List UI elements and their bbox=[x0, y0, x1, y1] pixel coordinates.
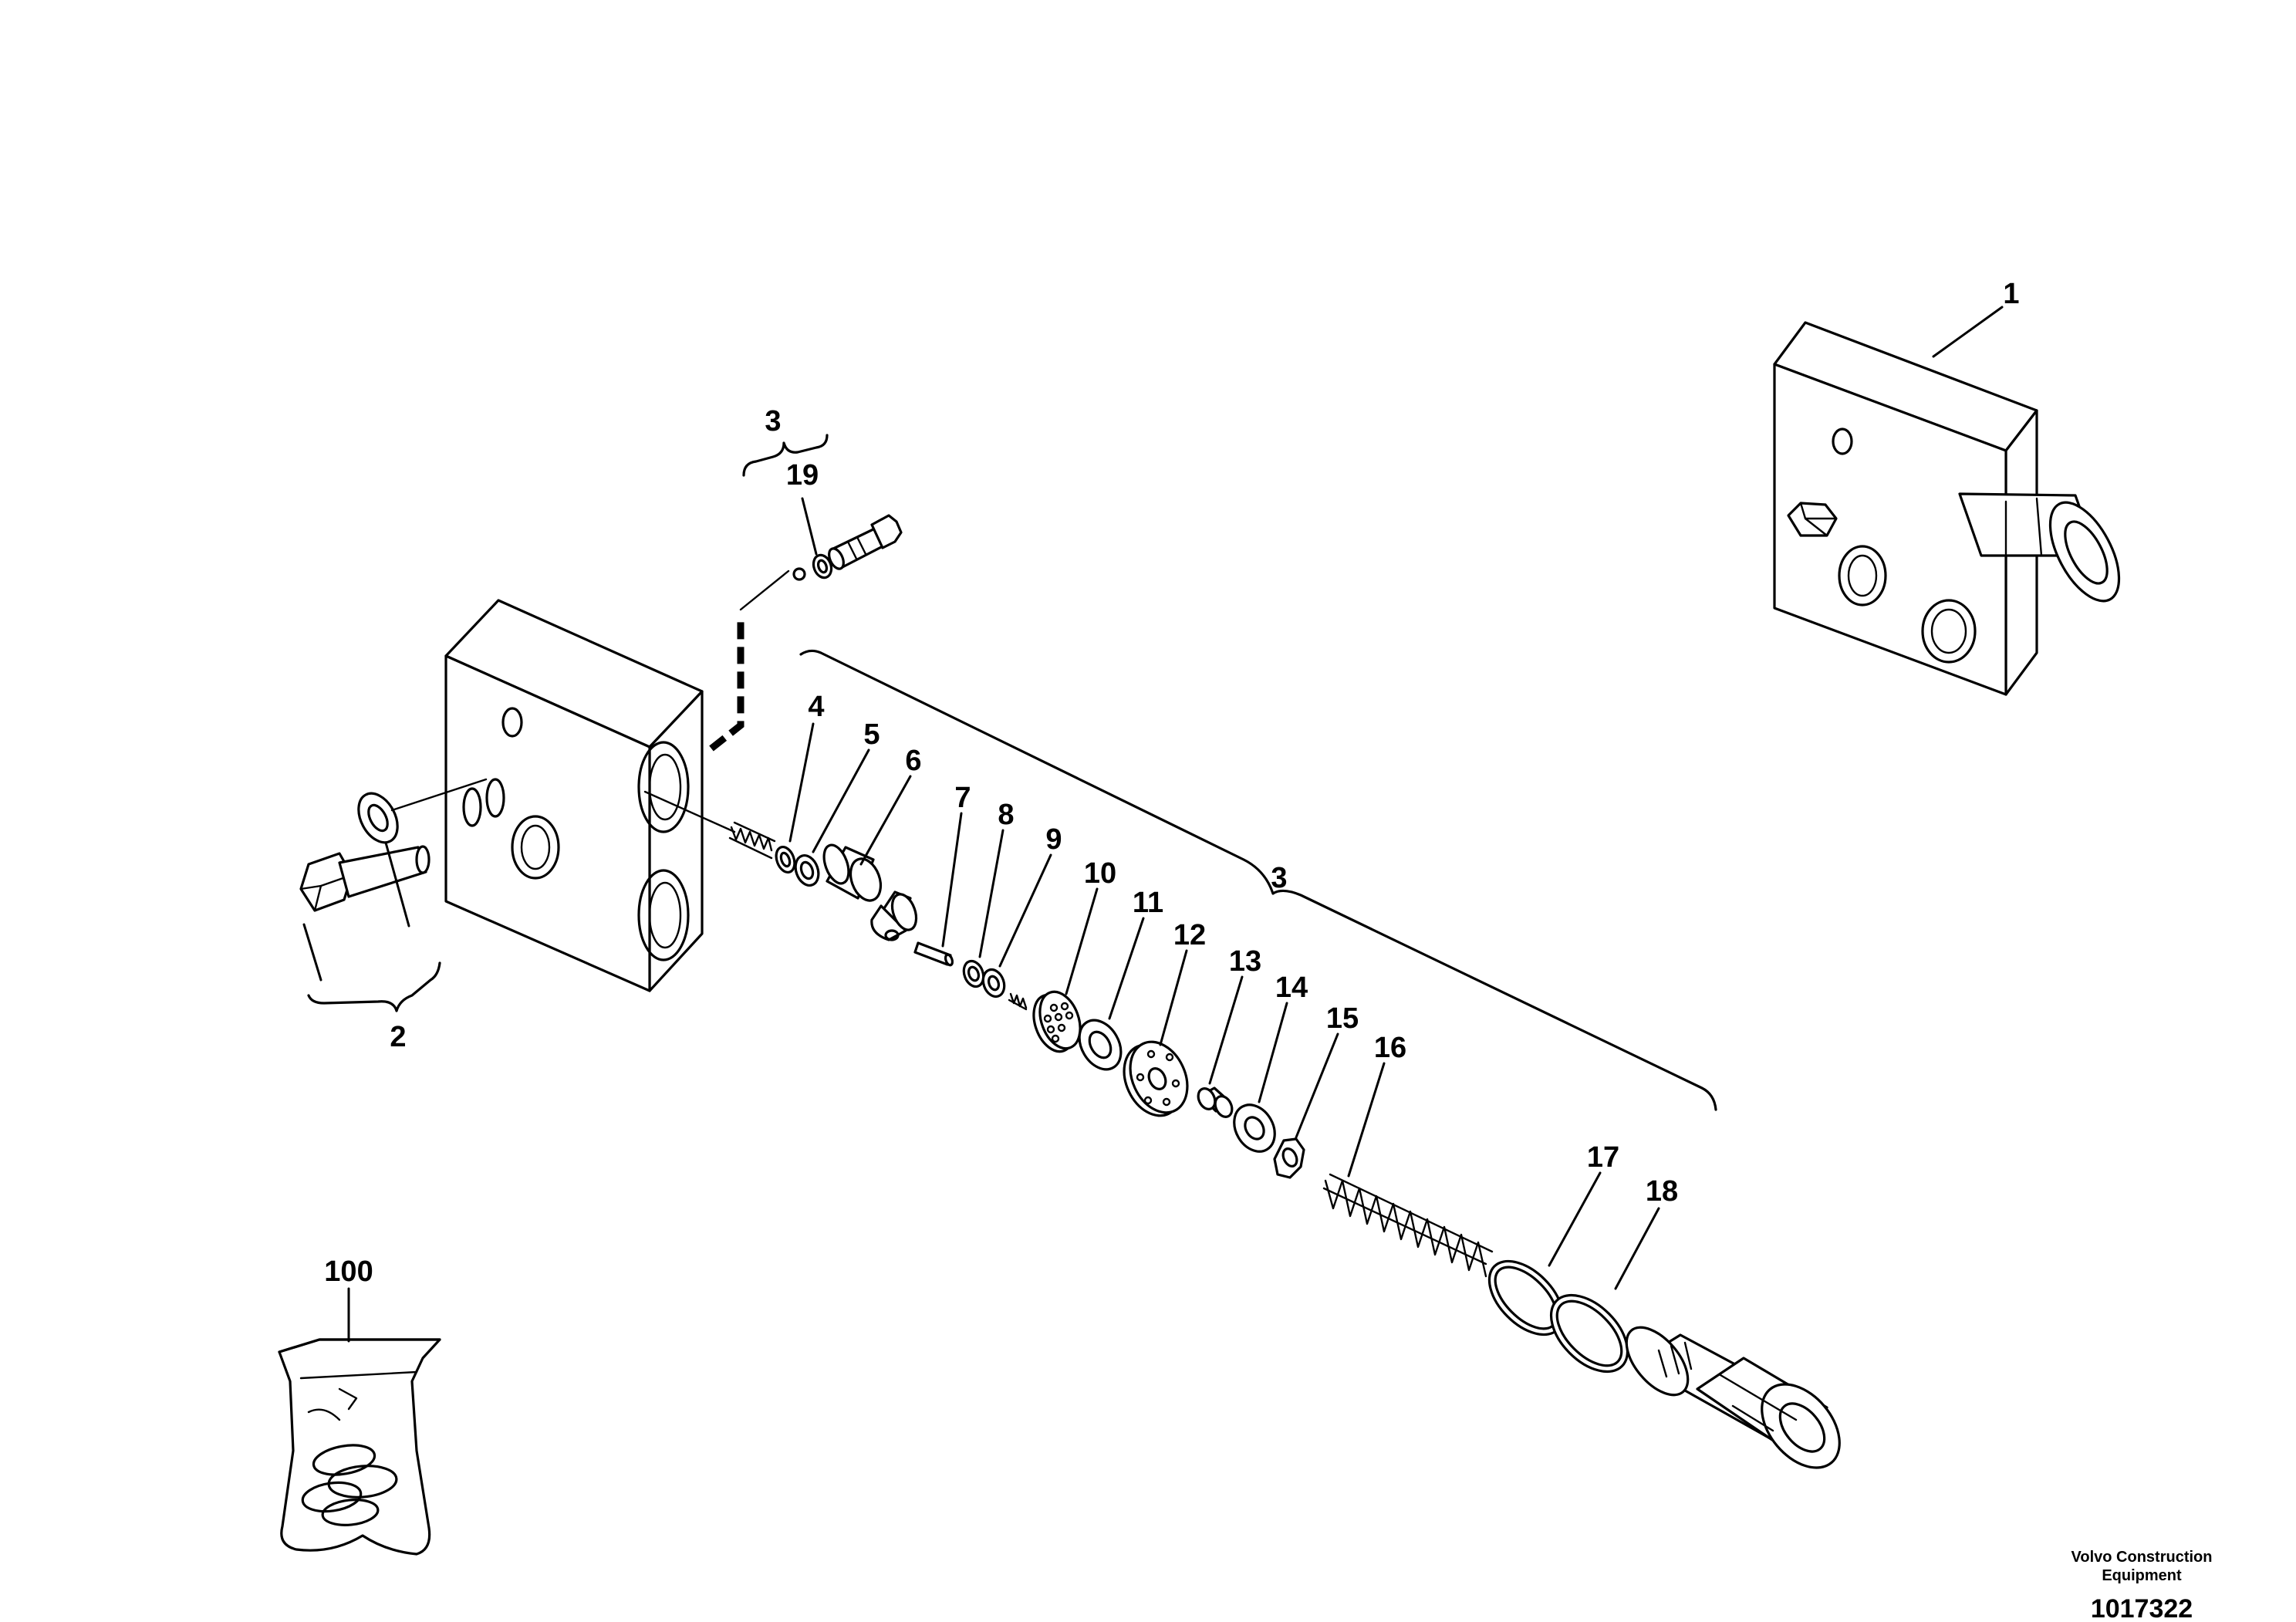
tiny-spring bbox=[1008, 992, 1028, 1011]
leader-18 bbox=[1614, 1207, 1660, 1290]
backup-ring-9 bbox=[981, 968, 1006, 999]
brace-2 bbox=[307, 961, 441, 1012]
block-port-small bbox=[1832, 427, 1853, 455]
o-ring-19 bbox=[812, 553, 833, 580]
washer-seal bbox=[357, 792, 399, 844]
bolt-hex bbox=[299, 845, 430, 912]
callout-4: 4 bbox=[808, 691, 824, 723]
callout-8: 8 bbox=[998, 799, 1014, 831]
cartridge-insertion-line bbox=[643, 790, 736, 833]
callout-1: 1 bbox=[2003, 278, 2019, 310]
leader-6 bbox=[859, 775, 912, 866]
leader-17 bbox=[1548, 1171, 1602, 1267]
orifice-plug bbox=[828, 514, 903, 570]
callout-9: 9 bbox=[1045, 823, 1062, 856]
callout-19: 19 bbox=[786, 459, 819, 492]
housing-port-side-lower bbox=[637, 869, 690, 961]
seal-kit-bag bbox=[278, 1338, 441, 1556]
leader-13 bbox=[1208, 975, 1244, 1085]
sleeve-13 bbox=[1197, 1086, 1234, 1118]
poppet-seat-6 bbox=[822, 843, 883, 902]
poppet-cone bbox=[870, 890, 918, 941]
callout-11: 11 bbox=[1133, 887, 1163, 919]
callout-18: 18 bbox=[1646, 1175, 1678, 1208]
callout-13: 13 bbox=[1229, 945, 1261, 978]
leader-15 bbox=[1295, 1032, 1339, 1139]
orifice-plate-12 bbox=[1123, 1040, 1189, 1117]
leader-1 bbox=[1932, 306, 2004, 358]
valve-block-assembled-front-face bbox=[1773, 363, 2007, 696]
leader-9 bbox=[998, 853, 1052, 968]
housing-port-small bbox=[501, 707, 523, 738]
block-port-main bbox=[1921, 599, 1977, 664]
leader-12 bbox=[1159, 949, 1188, 1046]
brand-line-2: Equipment bbox=[2102, 1567, 2182, 1584]
leader-8 bbox=[978, 829, 1004, 958]
spring-retainer-15 bbox=[1273, 1137, 1305, 1179]
small-ball bbox=[792, 567, 806, 581]
washer-14 bbox=[1233, 1103, 1276, 1153]
callout-17: 17 bbox=[1587, 1141, 1619, 1174]
o-ring-4 bbox=[775, 845, 796, 874]
pin-7 bbox=[913, 941, 954, 967]
housing-port-front bbox=[511, 815, 560, 880]
block-relief-cartridge bbox=[1958, 492, 2121, 603]
filter-disc-10 bbox=[1032, 990, 1082, 1053]
leader-14 bbox=[1258, 1002, 1288, 1103]
callout-7: 7 bbox=[954, 782, 971, 814]
backup-ring-5 bbox=[794, 854, 820, 887]
main-spring bbox=[1322, 1173, 1494, 1278]
housing-mount-hole-2 bbox=[485, 778, 505, 818]
housing-mount-hole-1 bbox=[462, 787, 482, 827]
leader-19 bbox=[801, 497, 818, 556]
leader-5 bbox=[812, 748, 870, 853]
small-spring bbox=[728, 821, 776, 860]
leader-10 bbox=[1065, 887, 1099, 995]
callout-5: 5 bbox=[863, 718, 880, 751]
callout-16: 16 bbox=[1374, 1032, 1406, 1064]
valve-block-housing-front-face bbox=[444, 654, 651, 992]
callout-12: 12 bbox=[1173, 919, 1206, 951]
leader-11 bbox=[1108, 917, 1145, 1020]
washer-11 bbox=[1078, 1019, 1123, 1071]
callout-6: 6 bbox=[905, 745, 921, 777]
callout-15: 15 bbox=[1326, 1002, 1359, 1035]
callout-100: 100 bbox=[324, 1255, 373, 1288]
callout-10: 10 bbox=[1084, 857, 1116, 890]
leader-2a bbox=[302, 923, 322, 982]
callout-2: 2 bbox=[390, 1021, 406, 1053]
relief-valve-body bbox=[1625, 1326, 1841, 1469]
callout-3-top: 3 bbox=[765, 405, 781, 438]
backup-ring-18 bbox=[1549, 1293, 1629, 1374]
block-plug bbox=[1787, 502, 1838, 537]
dashed-connector-19 bbox=[709, 617, 745, 752]
leader-2b bbox=[384, 841, 410, 928]
brand-line-1: Volvo Construction bbox=[2071, 1549, 2213, 1566]
block-port-lower bbox=[1838, 545, 1887, 607]
drawing-number: 1017322 bbox=[2091, 1594, 2193, 1622]
leader-4 bbox=[788, 722, 815, 843]
valve-block-assembled bbox=[1773, 321, 2121, 696]
leader-7 bbox=[941, 812, 963, 948]
callout-3-main: 3 bbox=[1271, 862, 1287, 894]
callout-14: 14 bbox=[1275, 972, 1308, 1004]
leader-16 bbox=[1347, 1062, 1386, 1178]
o-ring-8 bbox=[962, 959, 985, 988]
brace-3-top bbox=[742, 434, 829, 477]
brace-3-main bbox=[799, 649, 1717, 1111]
housing-port-side-upper bbox=[637, 741, 690, 833]
valve-block-housing bbox=[444, 599, 704, 992]
